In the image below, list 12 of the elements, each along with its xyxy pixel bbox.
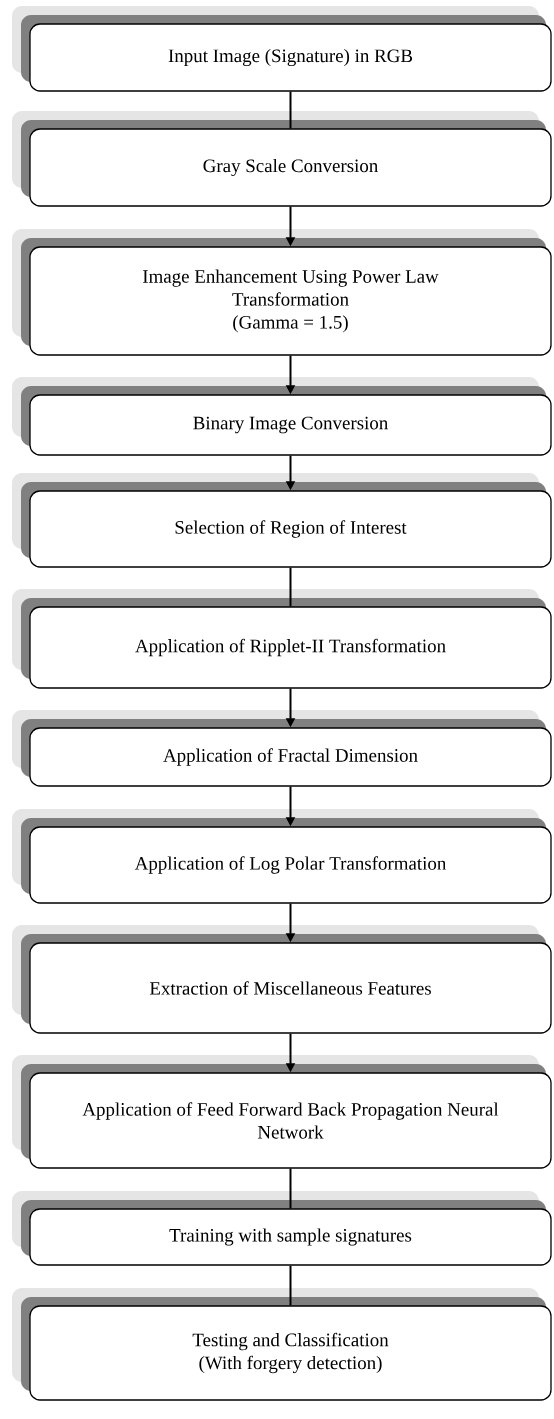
process-box: Application of Feed Forward Back Propagation Neural Network <box>12 1055 552 1169</box>
process-box: Application of Ripplet-II Transformation <box>12 589 552 689</box>
process-box: Application of Fractal Dimension <box>12 710 552 787</box>
process-box: Training with sample signatures <box>12 1191 552 1266</box>
process-box: Binary Image Conversion <box>12 377 552 456</box>
process-box: Testing and Classification (With forgery detection) <box>12 1288 552 1401</box>
process-box: Image Enhancement Using Power Law Transformation (Gamma = 1.5) <box>12 229 552 356</box>
process-box: Selection of Region of Interest <box>12 473 552 568</box>
process-box: Application of Log Polar Transformation <box>12 809 552 904</box>
process-box: Input Image (Signature) in RGB <box>12 6 552 92</box>
process-box: Gray Scale Conversion <box>12 111 552 207</box>
process-box: Extraction of Miscellaneous Features <box>12 925 552 1034</box>
